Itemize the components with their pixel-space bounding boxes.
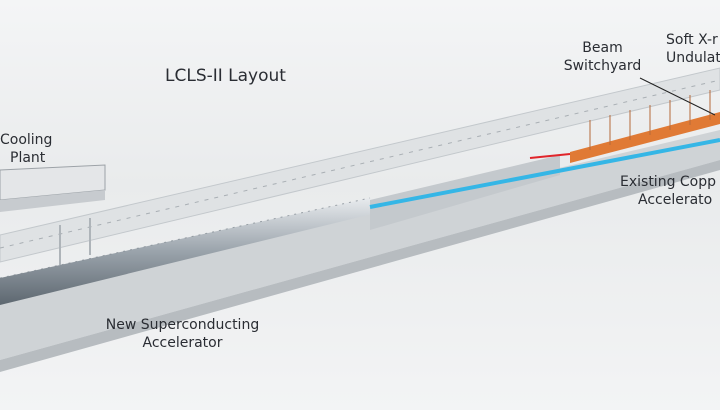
label-existing-accelerator: Existing Copp Accelerato	[620, 173, 716, 209]
beam-line	[369, 138, 720, 209]
label-beam-switchyard: Beam Switchyard	[550, 39, 655, 75]
leader-line	[639, 77, 716, 116]
label-line: Soft X-r	[666, 32, 718, 48]
label-line: Cooling	[0, 132, 53, 148]
superconducting-cryomodules	[0, 198, 372, 305]
label-line: New Superconducting	[105, 317, 260, 333]
laser-beam	[529, 153, 571, 159]
soft-xray-undulator	[570, 112, 720, 163]
label-new-accelerator: New Superconducting Accelerator	[100, 316, 265, 352]
label-line: Accelerato	[638, 192, 713, 208]
diagram-title: LCLS-II Layout	[165, 66, 286, 86]
tunnel-floor-edge	[0, 160, 720, 372]
tunnel-corridor	[370, 155, 560, 230]
tunnel-wall	[0, 67, 720, 263]
tunnel-floor	[0, 130, 720, 360]
cooling-plant-building	[0, 164, 106, 212]
wall-blocks	[0, 79, 720, 249]
label-line: Beam	[582, 40, 623, 56]
label-line: Switchyard	[563, 58, 642, 74]
label-line: Undulat	[666, 50, 720, 66]
label-cooling-plant: Cooling Plant	[0, 131, 52, 167]
label-line: Existing Copp	[620, 174, 717, 190]
label-line: Accelerator	[142, 335, 223, 351]
label-soft-xray-undulator: Soft X-r Undulat	[666, 31, 720, 67]
label-line: Plant	[10, 150, 46, 166]
